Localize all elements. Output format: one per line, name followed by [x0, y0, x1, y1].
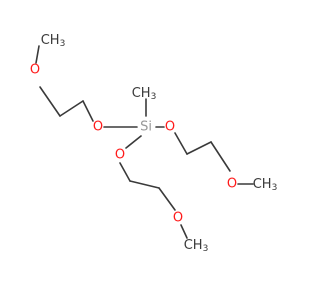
bond-bottom-3: [158, 187, 176, 211]
atom-methyl-left: CH3: [41, 33, 66, 49]
atom-methyl-si: CH3: [132, 86, 157, 102]
bond-bottom-4: [180, 224, 188, 239]
atom-labels: Si CH3 O O O O CH3 O CH3 O CH3: [30, 33, 277, 254]
bond-bottom-1: [119, 162, 131, 182]
atom-o-right-ether: O: [227, 177, 237, 192]
bond-left-2: [59, 100, 84, 117]
atom-methyl-right: CH3: [253, 177, 278, 193]
bond-right-3: [210, 141, 231, 172]
atom-si: Si: [140, 120, 152, 135]
bond-left-1: [82, 100, 94, 122]
atom-o-right: O: [165, 120, 175, 135]
bond-left-3: [39, 86, 61, 117]
atom-o-left: O: [93, 120, 103, 135]
bond-bottom-2: [129, 180, 160, 189]
bond-right-1: [174, 132, 188, 155]
atom-methyl-bottom: CH3: [184, 238, 209, 254]
atom-o-bottom: O: [115, 148, 125, 163]
bond-si-o-bottom: [125, 135, 142, 149]
bond-right-2: [186, 141, 212, 155]
bond-left-4: [35, 45, 40, 64]
bonds: [35, 45, 254, 239]
molecule-structure-diagram: Si CH3 O O O O CH3 O CH3 O CH3: [30, 33, 277, 254]
atom-o-bottom-ether: O: [173, 211, 183, 226]
atom-o-left-ether: O: [30, 63, 40, 78]
